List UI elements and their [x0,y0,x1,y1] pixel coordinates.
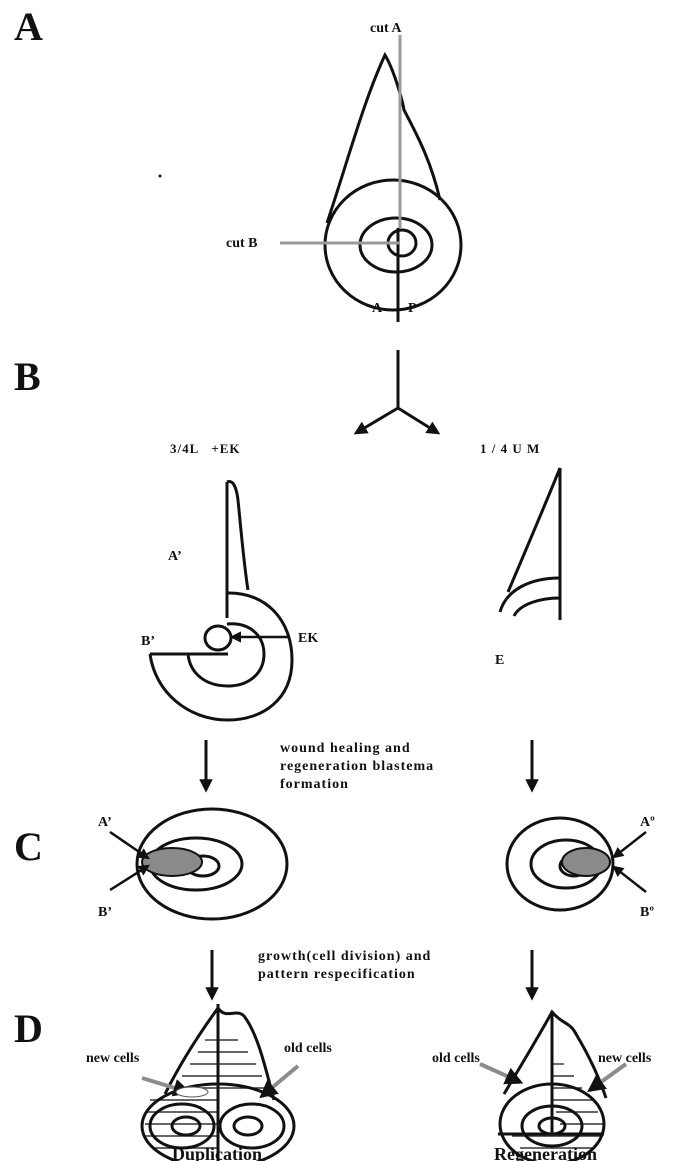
process-text-1: wound healing and regeneration blastema … [280,741,434,792]
cut-b-label: cut B [226,236,258,251]
axis-a-label: A [372,301,383,316]
right-a-arrow [614,832,646,857]
cut-a-label: cut A [370,21,402,36]
split-arrow [356,350,438,433]
duplicated-limb [142,1004,298,1161]
c-right-b: Bº [640,905,654,920]
split-right-arrow [398,408,438,433]
dup-right-middle [220,1104,284,1148]
dup-right-inner [234,1117,262,1135]
right-fragment-outer-arc [500,578,560,612]
right-fragment-cone [508,468,560,592]
panel-c-letter: C [14,824,43,869]
c-right-a: Aº [640,815,655,830]
left-fragment-title: 3/4L +EK [170,441,241,456]
right-stump [507,818,646,910]
panel-a-limb [159,35,462,322]
speck [159,175,162,178]
right-blastema [562,848,610,876]
split-left-arrow [356,408,398,433]
left-blastema [142,848,202,876]
c-left-b-prime: B’ [98,905,112,920]
regeneration-caption: Regeneration [494,1144,597,1161]
dup-left-middle [150,1104,214,1148]
regenerated-limb [480,1012,626,1161]
dup-new-cells-patch [176,1087,208,1097]
ek-label: EK [298,631,318,646]
process-2-line-2: pattern respecification [258,967,416,982]
axis-p-label: P [408,301,417,316]
panel-a-letter: A [14,4,43,49]
regen-old-cells-label: old cells [432,1051,480,1066]
dup-left-inner [172,1117,200,1135]
duplication-caption: Duplication [172,1144,262,1161]
left-fragment-outer-arc [150,593,292,720]
left-stump [110,809,287,919]
dup-new-cells-label: new cells [86,1051,140,1066]
right-b-label: E [495,653,504,668]
left-fragment-cone [227,482,248,590]
process-1-line-3: formation [280,777,349,792]
limb-outer-ring [325,180,461,310]
regen-new-cells-label: new cells [598,1051,652,1066]
regen-old-cells-arrow [480,1064,520,1082]
process-1-line-2: regeneration blastema [280,759,434,774]
limb-cone [327,55,440,223]
process-1-line-1: wound healing and [280,741,411,756]
c-left-a-prime: A’ [98,815,112,830]
left-a-prime: A’ [168,549,182,564]
process-2-line-1: growth(cell division) and [258,949,431,964]
panel-b-letter: B [14,354,41,399]
limb-middle-ring [360,218,432,272]
right-fragment-middle-arc [514,598,560,616]
dup-old-cells-label: old cells [284,1041,332,1056]
left-b-prime: B’ [141,634,155,649]
right-b-arrow [614,867,646,892]
left-fragment [150,482,292,720]
left-fragment-inner-ring [205,626,231,650]
right-fragment-title: 1 / 4 U M [480,441,540,456]
right-fragment [500,468,560,620]
panel-d-letter: D [14,1006,43,1051]
process-text-2: growth(cell division) and pattern respec… [258,949,431,982]
